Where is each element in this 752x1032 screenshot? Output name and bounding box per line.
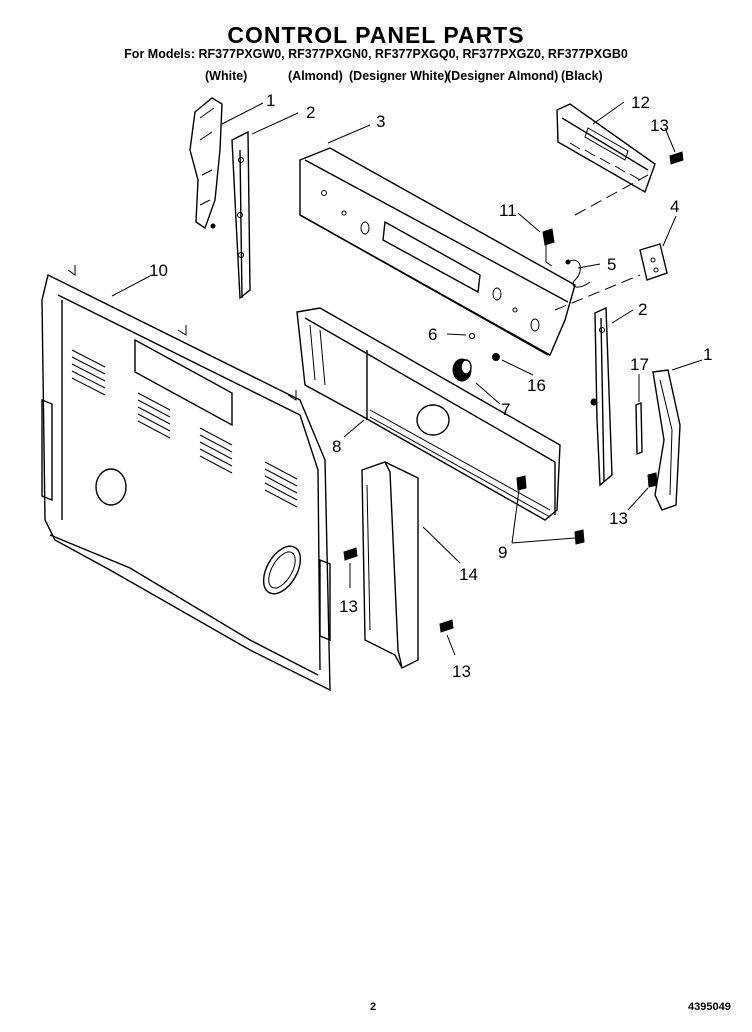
part-rear-panel [41,265,331,692]
variant-white: (White) [205,69,248,83]
variant-designer-white: (Designer White) [349,69,449,83]
part-electronic-control [556,103,656,194]
callout-label: 11 [499,201,517,220]
page-title: CONTROL PANEL PARTS [227,22,525,48]
callout-label: 13 [452,662,471,681]
part-screw-6 [469,333,475,339]
callout-label: 3 [376,112,385,131]
callout-label: 17 [630,355,649,374]
variant-black: (Black) [561,69,603,83]
page-number: 2 [370,1001,377,1013]
callout-label: 7 [501,400,510,419]
part-control-panel-trim [296,307,561,521]
callout-label: 6 [428,325,437,344]
variant-designer-almond: (Designer Almond) [447,69,559,83]
leader-lines [111,101,703,656]
variant-almond: (Almond) [288,69,343,83]
callout-label: 14 [459,565,478,584]
part-panel-shield [361,461,419,669]
callout-label: 2 [306,103,315,122]
callout-label: 12 [631,93,650,112]
callout-label: 1 [266,91,275,110]
part-screws-13 [343,151,684,633]
callout-label: 2 [638,300,647,319]
part-knob [452,358,472,382]
part-screws-9 [516,475,585,545]
part-wire-harness [565,259,591,288]
callout-label: 13 [609,509,628,528]
part-end-cap-left [189,97,223,230]
callout-label: 5 [607,255,616,274]
callout-label: 13 [650,116,669,135]
callout-label: 8 [332,437,341,456]
model-list: For Models: RF377PXGW0, RF377PXGN0, RF37… [124,47,628,61]
callout-label: 13 [339,597,358,616]
part-console-backguard [299,147,576,356]
part-switch [542,228,555,267]
part-side-bracket-left [231,130,251,300]
part-side-bracket-right [590,306,613,487]
part-terminal-block [639,243,668,281]
document-number: 4395049 [688,1001,731,1013]
callout-label: 9 [498,543,507,562]
part-spring-16 [492,353,500,361]
callout-label: 1 [703,345,712,364]
part-end-cap-right [652,369,681,511]
callout-label: 10 [149,261,168,280]
part-clip-17 [635,401,643,456]
callout-label: 16 [527,376,546,395]
callout-label: 4 [670,197,679,216]
